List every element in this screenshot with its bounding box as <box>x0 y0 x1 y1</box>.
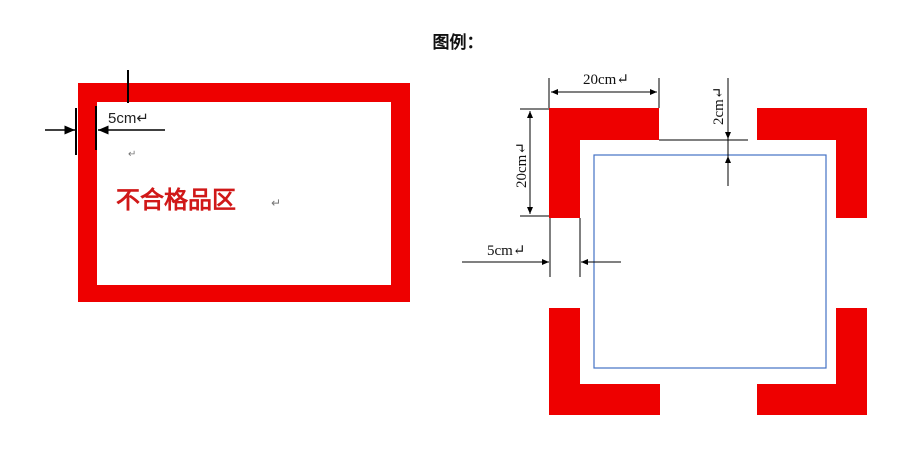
corner-bottom-left <box>549 308 660 415</box>
corner-top-left <box>549 108 659 218</box>
paragraph-mark: ↵ <box>271 196 281 210</box>
paragraph-mark: ↵ <box>128 149 136 160</box>
corner-length-label: 20cm↵ <box>583 72 629 88</box>
nonconforming-zone-label: 不合格品区 <box>116 186 236 214</box>
legend-title: 图例： <box>432 33 484 53</box>
corner-marking-figure: 20cm↵ 20cm↵ 2cm↵ 5cm↵ <box>462 72 867 415</box>
corner-height-label: 20cm↵ <box>514 142 530 188</box>
gap-label: 2cm↵ <box>711 87 727 125</box>
nonconforming-zone-figure: 5cm↵ ↵ 不合格品区 ↵ <box>45 70 410 302</box>
border-width-label: 5cm↵ <box>108 110 149 127</box>
corner-top-right <box>757 108 867 218</box>
corner-width-label: 5cm↵ <box>487 243 525 259</box>
corner-bottom-right <box>757 308 867 415</box>
storage-area-outline <box>593 154 827 369</box>
